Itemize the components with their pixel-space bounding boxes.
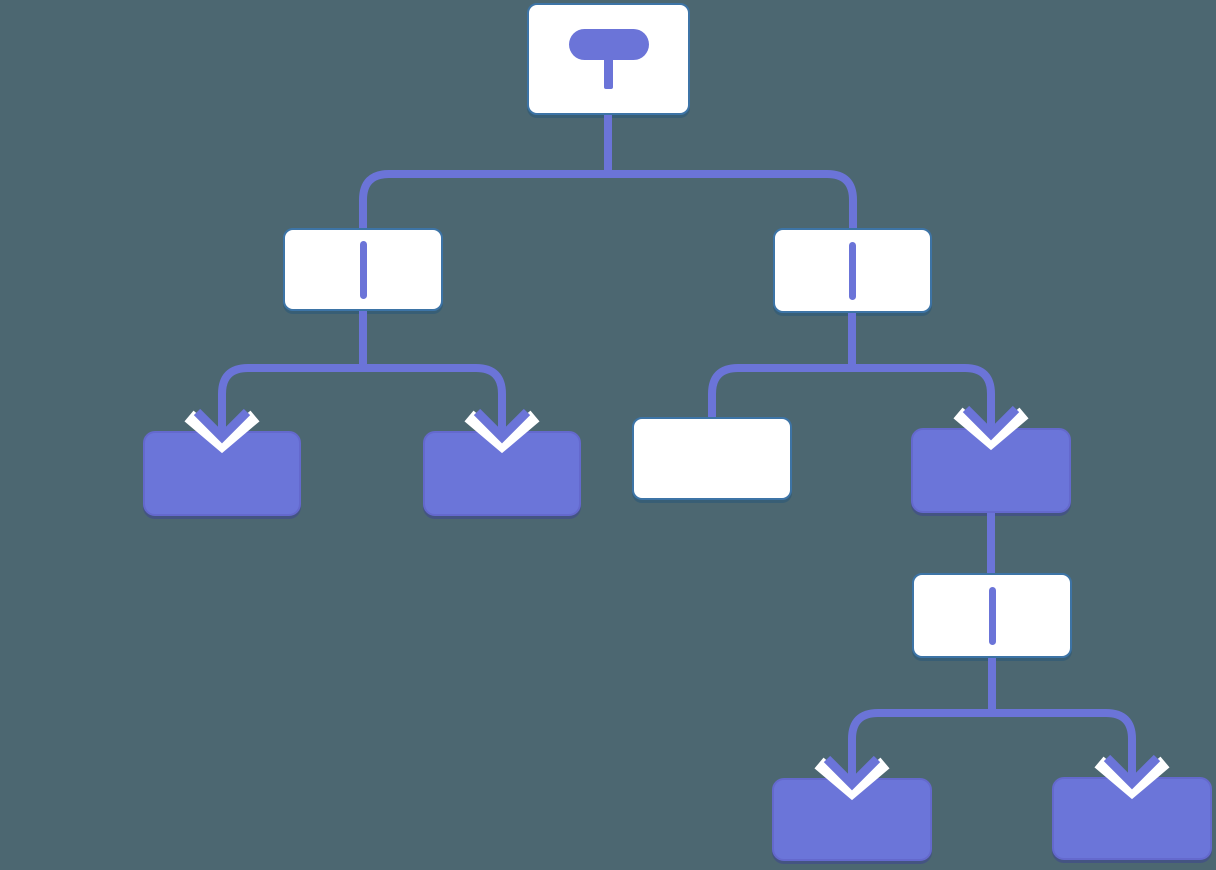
- divider-icon: [849, 241, 856, 300]
- divider-icon: [359, 240, 367, 299]
- node-root[interactable]: [527, 3, 690, 115]
- node-branch-right[interactable]: [773, 228, 932, 313]
- node-child-empty[interactable]: [632, 417, 792, 500]
- node-leaf-bottom-1[interactable]: [772, 778, 932, 861]
- connector-level1-bracket: [359, 170, 857, 228]
- root-pill-shape: [568, 29, 649, 60]
- divider-icon: [988, 586, 996, 645]
- node-branch-bottom[interactable]: [912, 573, 1072, 658]
- node-leaf-bottom-2[interactable]: [1052, 777, 1212, 860]
- root-icon: [568, 29, 649, 89]
- connector-bottom-bracket: [848, 709, 1136, 784]
- connector-left-bracket: [218, 364, 506, 437]
- node-branch-left[interactable]: [283, 228, 443, 311]
- node-leaf-right-1[interactable]: [911, 428, 1071, 513]
- node-leaf-left-1[interactable]: [143, 431, 301, 516]
- root-stem-shape: [604, 60, 613, 89]
- node-leaf-left-2[interactable]: [423, 431, 581, 516]
